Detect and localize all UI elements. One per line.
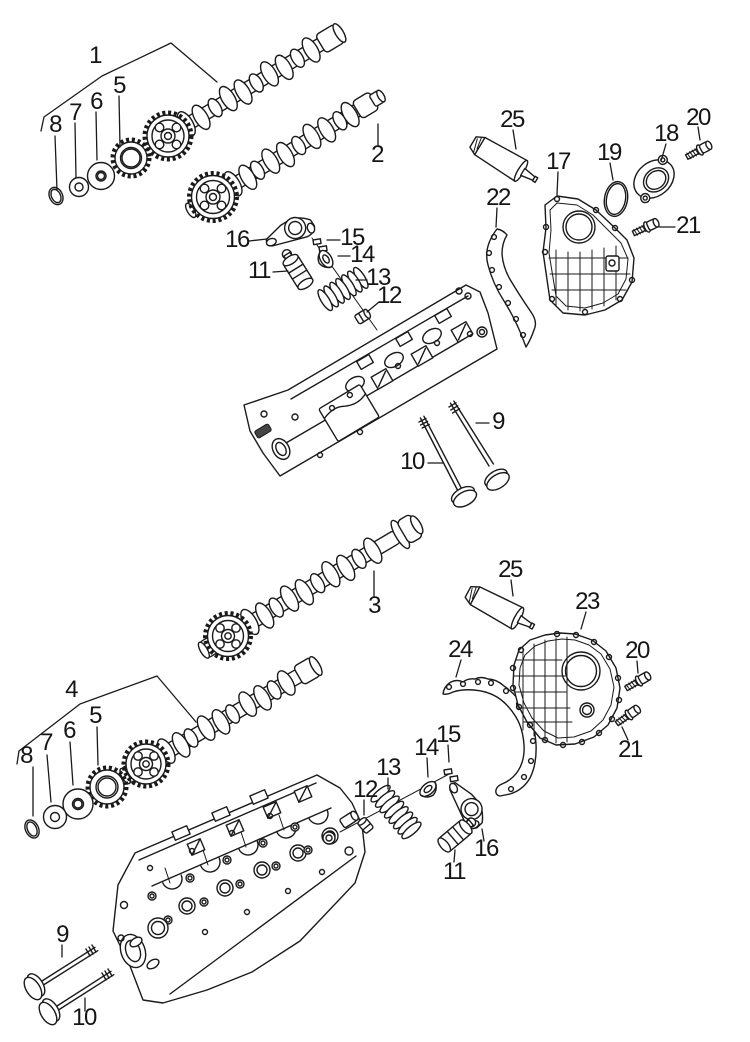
part-callout-5: 5	[89, 702, 102, 730]
part-callout-25: 25	[500, 106, 525, 134]
part-callout-9: 9	[492, 408, 505, 436]
washer-top	[68, 176, 90, 198]
gasket-24	[442, 676, 537, 797]
part-callout-21: 21	[618, 736, 643, 764]
camshaft-3-gear	[203, 611, 253, 661]
gasket-22	[485, 228, 537, 348]
part-callout-6: 6	[90, 88, 103, 116]
part-callout-24: 24	[448, 636, 473, 664]
camshaft-2-gear	[187, 171, 239, 223]
valve-spring-top	[317, 266, 369, 312]
part-callout-5: 5	[113, 72, 126, 100]
part-callout-13: 13	[366, 264, 391, 292]
part-callout-14: 14	[350, 241, 375, 269]
o-ring-19	[603, 180, 629, 218]
part-callout-7: 7	[40, 729, 53, 757]
part-callout-21: 21	[676, 212, 701, 240]
part-callout-20: 20	[625, 637, 650, 665]
cover-cap-18	[633, 154, 675, 204]
seal-ring-top	[48, 186, 64, 206]
plate-bottom	[62, 788, 94, 820]
camshaft-4	[119, 655, 323, 789]
part-callout-25: 25	[498, 556, 523, 584]
sealing-cover-17	[541, 195, 636, 316]
part-callout-18: 18	[654, 120, 679, 148]
bolt-20-bottom	[624, 671, 652, 692]
sealing-cover-23	[509, 630, 623, 749]
valve-9-top	[448, 400, 510, 491]
sealant-tube-bottom	[464, 586, 536, 630]
valve-spring-bottom	[370, 784, 422, 840]
camshaft-1-gear	[142, 110, 194, 162]
valve-10-bottom	[38, 968, 115, 1026]
cylinder-head-top	[243, 284, 498, 477]
part-callout-16: 16	[225, 226, 250, 254]
cylinder-head-bottom	[112, 774, 366, 1004]
camshaft-sprocket-bottom	[85, 765, 129, 809]
valve-9-bottom	[23, 944, 99, 1001]
tappet-bottom	[437, 817, 477, 853]
part-callout-22: 22	[486, 184, 511, 212]
part-callout-8: 8	[49, 111, 62, 139]
leader-lines	[16, 42, 701, 1012]
part-callout-10: 10	[72, 1004, 97, 1032]
valve-stem-seal-top	[354, 308, 372, 325]
rocker-arm-top	[265, 216, 316, 247]
spring-retainer-top	[317, 249, 334, 269]
rocker-arm-bottom	[448, 781, 484, 830]
part-callout-7: 7	[69, 99, 82, 127]
valve-10-top	[418, 415, 478, 508]
part-callout-15: 15	[436, 721, 461, 749]
part-callout-20: 20	[686, 104, 711, 132]
bolt-21-top	[631, 217, 660, 237]
part-callout-10: 10	[400, 448, 425, 476]
part-callout-14: 14	[414, 734, 439, 762]
part-callout-3: 3	[368, 592, 381, 620]
part-callout-17: 17	[546, 148, 571, 176]
part-callout-12: 12	[377, 282, 402, 310]
plate-top	[86, 161, 116, 191]
part-callout-13: 13	[376, 754, 401, 782]
camshaft-3	[197, 514, 424, 661]
camshaft-sprocket-top	[110, 137, 152, 179]
part-callout-11: 11	[248, 257, 271, 285]
spring-retainer-bottom	[419, 780, 437, 798]
bolt-21-bottom	[614, 704, 642, 727]
part-callout-6: 6	[63, 717, 76, 745]
part-callout-2: 2	[371, 141, 384, 169]
washer-bottom	[42, 804, 68, 830]
part-callout-12: 12	[353, 776, 378, 804]
camshaft-4-gear	[121, 739, 171, 789]
part-callout-8: 8	[20, 742, 33, 770]
tappet-top	[281, 248, 314, 291]
valve-stem-seal-bottom	[357, 817, 374, 834]
part-callout-9: 9	[56, 921, 69, 949]
part-callout-11: 11	[443, 858, 466, 886]
part-callout-4: 4	[65, 676, 78, 704]
part-callout-19: 19	[597, 139, 622, 167]
bolt-20-top	[684, 140, 713, 160]
part-callout-15: 15	[340, 224, 365, 252]
camshaft-2	[184, 89, 386, 223]
part-callout-1: 1	[89, 42, 102, 70]
seal-ring-bottom	[24, 819, 40, 839]
sealant-tube-top	[469, 136, 539, 184]
valve-keepers-bottom	[443, 768, 459, 783]
part-callout-16: 16	[474, 835, 499, 863]
camshaft-1	[142, 23, 347, 162]
part-callout-23: 23	[575, 588, 600, 616]
